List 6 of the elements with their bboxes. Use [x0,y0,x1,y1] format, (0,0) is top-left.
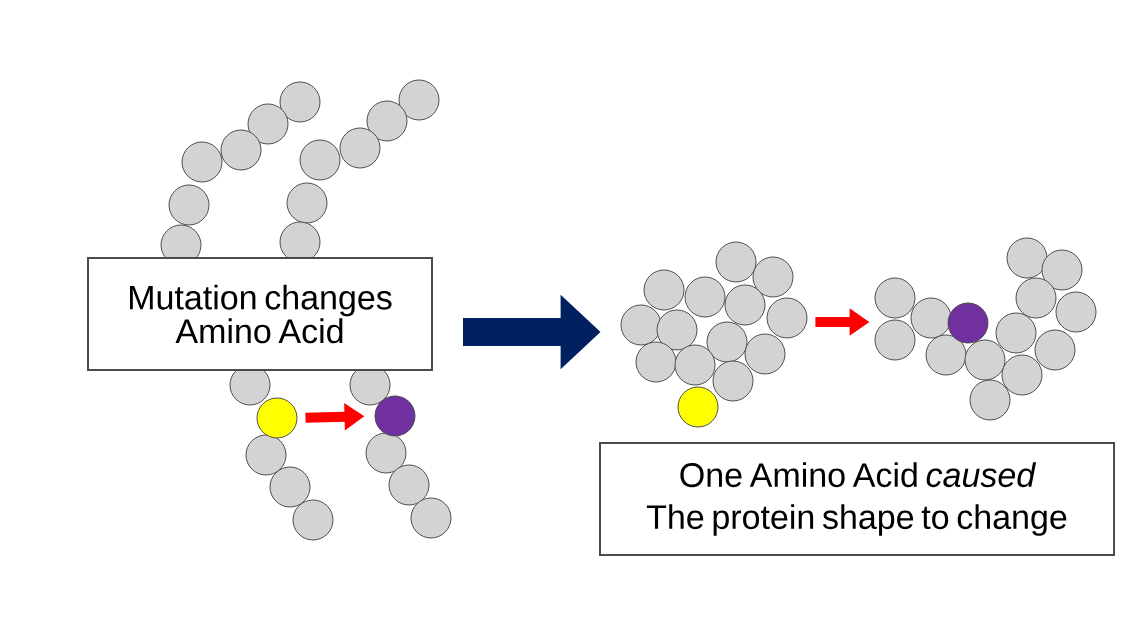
text-box: Mutation changes Amino Acid [87,257,433,371]
folded-protein-drawing [874,237,1097,421]
caption-box: One Amino Acid caused The protein shape to change [599,442,1115,556]
folded-protein-drawing [620,241,808,428]
amino-acid-circle [374,395,416,437]
amino-acid-circle [256,397,298,439]
